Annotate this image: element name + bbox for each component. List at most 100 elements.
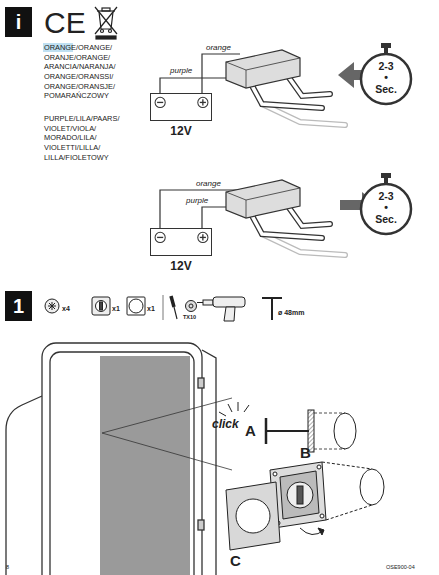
quantity: x4 — [62, 305, 70, 313]
switch-assembly — [297, 486, 303, 504]
actuator — [246, 188, 300, 200]
actuator — [246, 58, 300, 70]
switch-assembly — [317, 465, 321, 469]
battery-box: 12V — [150, 228, 212, 256]
leader-line — [102, 433, 232, 470]
actuator — [246, 200, 247, 218]
section-marker: 1 — [5, 291, 32, 321]
switch-icon — [96, 301, 107, 312]
hole-saw-detail — [314, 449, 345, 450]
cabinet — [50, 352, 194, 575]
cover-plate — [236, 499, 270, 533]
switch-assembly — [322, 462, 372, 469]
screwdriver-icon — [171, 296, 177, 319]
switch-assembly — [273, 472, 277, 476]
plus-terminal — [198, 232, 208, 242]
stopwatch-face — [361, 184, 411, 234]
cabinet — [198, 378, 204, 388]
click-burst — [219, 412, 226, 416]
weee-bin-symbol — [96, 36, 116, 39]
cabinet — [100, 356, 190, 575]
switch-assembly — [270, 462, 384, 535]
cover-plate — [226, 482, 280, 550]
click-burst — [244, 405, 249, 412]
wire-label: purple — [170, 66, 192, 75]
switch-assembly — [320, 514, 324, 518]
minus-terminal — [155, 97, 165, 107]
click-burst — [238, 402, 239, 411]
stopwatch-stem — [384, 48, 388, 53]
switch-icon — [100, 302, 103, 310]
cover-icon — [129, 299, 143, 313]
actuator — [226, 50, 300, 88]
switch-icon — [92, 297, 110, 315]
step-letter: C — [230, 552, 241, 569]
step-letter: B — [300, 444, 311, 461]
torx-bit-icon — [189, 304, 193, 308]
section-marker: i — [5, 7, 32, 37]
weee-bin-symbol — [95, 7, 117, 34]
hole-saw-detail — [314, 413, 345, 414]
switch-icon — [92, 297, 110, 315]
drill-icon — [197, 302, 203, 303]
voltage-label: 12V — [151, 259, 211, 273]
minus-sign — [157, 102, 163, 103]
battery-terminals — [151, 94, 211, 120]
separator — [163, 295, 164, 320]
wire — [160, 78, 234, 93]
cabinet — [6, 343, 216, 575]
stopwatch-crown — [381, 43, 391, 48]
timer-circle: 2-3 • Sec. — [356, 172, 416, 236]
bit-size: TX10 — [183, 314, 196, 320]
color-list: ORANGE/ORANGE/ ORANJE/ORANGE/ ARANCIA/NA… — [44, 43, 115, 101]
plus-terminal — [198, 97, 208, 107]
hole-saw-detail — [266, 430, 309, 432]
click-burst — [228, 404, 232, 412]
leader-line — [102, 398, 232, 470]
time-text: 2-3 • Sec. — [375, 62, 397, 95]
screwdriver-icon — [171, 296, 174, 307]
actuator — [226, 192, 246, 200]
actuator — [226, 50, 345, 125]
drill-icon — [224, 307, 235, 321]
cover-icon — [127, 297, 145, 315]
color-list: PURPLE/LILA/PAARS/ VIOLET/VIOLA/ MORADO/… — [44, 114, 119, 162]
minus-sign — [157, 237, 163, 238]
weee-bin-symbol — [102, 8, 110, 11]
switch-assembly — [280, 471, 319, 519]
wire-label: orange — [196, 179, 221, 188]
weee-bin-symbol — [95, 7, 117, 39]
step-letter: A — [245, 422, 256, 439]
ce-mark: CE — [44, 6, 86, 41]
actuator — [226, 180, 345, 255]
section-number: i — [16, 11, 22, 34]
actuator — [226, 62, 246, 70]
weee-bin-symbol — [109, 30, 112, 33]
battery-box: 12V — [150, 93, 212, 121]
quantity: x1 — [112, 305, 120, 313]
click-burst — [219, 402, 249, 416]
voltage-label: 12V — [151, 124, 211, 138]
screw-icon — [45, 299, 59, 313]
switch-assembly — [318, 528, 324, 535]
hole-saw-detail — [334, 413, 356, 449]
screwdriver-icon — [174, 307, 177, 319]
torx-bit-icon — [186, 301, 197, 312]
torx-bit-icon — [186, 301, 197, 312]
switch-assembly — [287, 482, 313, 508]
drill-icon — [197, 297, 245, 321]
document-code: OSE900-04 — [386, 564, 415, 570]
page-number: 8 — [6, 564, 9, 570]
switch-assembly — [360, 469, 384, 505]
minus-terminal — [155, 232, 165, 242]
section-number: 1 — [13, 295, 24, 318]
plus-sign — [202, 99, 203, 105]
cover-plate — [226, 482, 280, 550]
stopwatch-stem — [384, 178, 388, 183]
stopwatch-crown — [381, 173, 391, 178]
plus-sign — [202, 234, 203, 240]
wire-label: orange — [206, 43, 231, 52]
click-text: click — [212, 418, 239, 432]
